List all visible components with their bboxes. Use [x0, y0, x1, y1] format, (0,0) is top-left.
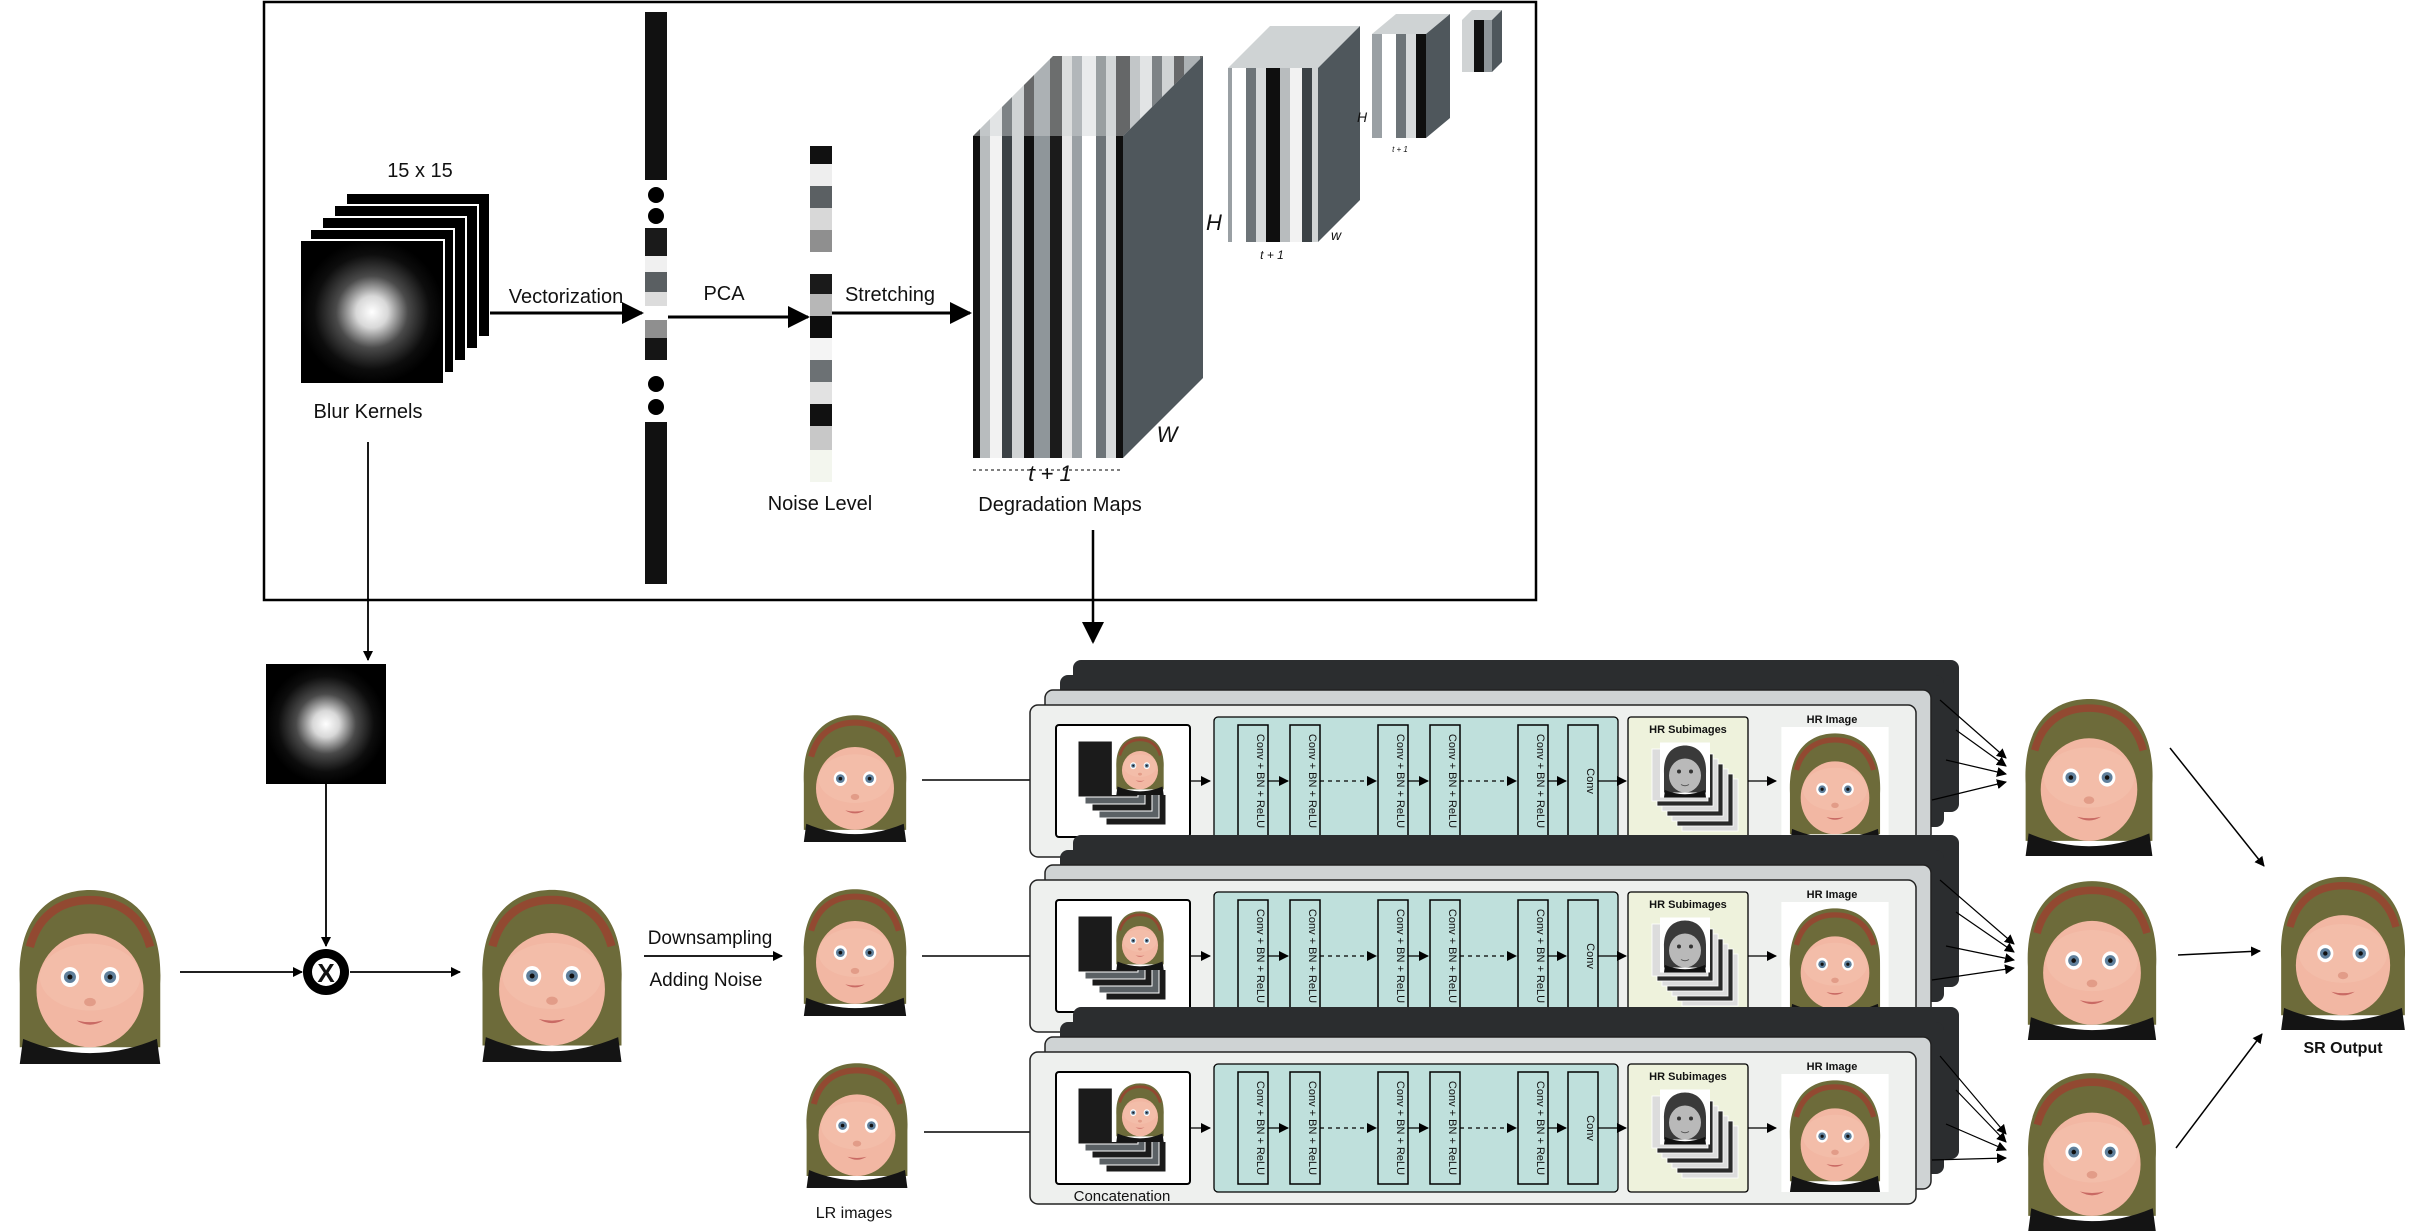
stretching-label: Stretching — [845, 284, 935, 306]
dim-w-label: W — [1157, 422, 1180, 447]
hr-subimages-label: HR Subimages — [1649, 724, 1727, 736]
hr-subimage-gray — [1660, 916, 1710, 974]
stack-output-arrow — [1955, 911, 2015, 953]
stack-output-arrow — [1945, 945, 2015, 964]
candidate2-to-output-arrow — [2177, 946, 2261, 957]
conv-layer-label: Conv + BN + ReLU — [1306, 734, 1318, 828]
hr-input-image — [6, 880, 173, 1064]
hr-subimages-label: HR Subimages — [1649, 1071, 1727, 1083]
adding-noise-label: Adding Noise — [649, 970, 762, 991]
hr-image — [1781, 1074, 1888, 1192]
vectorization-label: Vectorization — [509, 286, 624, 308]
lr-images-label: LR images — [816, 1205, 892, 1222]
conv-layer-1 — [1237, 899, 1269, 1013]
sr-candidate-2 — [2016, 872, 2169, 1040]
noise-level-vector — [810, 146, 832, 482]
conv-layer-label: Conv + BN + ReLU — [1254, 909, 1266, 1003]
stack-output-arrow — [1955, 1089, 2007, 1143]
conv-layer-label: Conv + BN + ReLU — [1254, 734, 1266, 828]
dim-h-label: H — [1206, 210, 1222, 235]
conv-layer-label: Conv — [1584, 1115, 1596, 1141]
degradation-maps-small — [1372, 14, 1450, 138]
stack-output-arrow — [1945, 759, 2007, 777]
hr-subimage-gray — [1660, 1088, 1710, 1146]
concatenation-label: Concatenation — [1074, 1188, 1171, 1205]
blur-kernels-label: Blur Kernels — [314, 401, 423, 423]
conv-layer-label: Conv — [1584, 943, 1596, 969]
concat-input-image — [1110, 733, 1170, 795]
conv-layer-label: Conv + BN + ReLU — [1446, 734, 1458, 828]
conv-layer-4 — [1429, 724, 1461, 838]
hr-image-label: HR Image — [1807, 889, 1858, 901]
kernel-vector — [645, 12, 667, 584]
dim-t1-label: t + 1 — [1028, 461, 1071, 486]
stack-output-arrow — [1931, 1153, 2007, 1164]
candidate1-to-output-arrow — [2169, 747, 2265, 867]
lr-image-3 — [797, 1056, 917, 1188]
sr-output-label: SR Output — [2303, 1040, 2383, 1057]
noise-level-label: Noise Level — [768, 493, 873, 515]
kernel-size-label: 15 x 15 — [387, 160, 453, 182]
stack-output-arrow — [1939, 879, 2015, 945]
concat-input-image — [1110, 1080, 1170, 1142]
hr-subimage-gray — [1660, 741, 1710, 799]
degradation-maps-medium — [1228, 26, 1360, 242]
concat-input-image — [1110, 908, 1170, 970]
hr-subimages-label: HR Subimages — [1649, 899, 1727, 911]
stack-output-arrow — [1931, 964, 2015, 981]
dim-w-medium-label: w — [1331, 227, 1342, 243]
blur-kernel-stack — [299, 192, 491, 385]
network-stacks: Concatenation Conv + BN + ReLU Conv + BN +… — [1029, 660, 2015, 1205]
lr-image-1 — [794, 708, 916, 842]
dim-t1-medium-label: t + 1 — [1260, 248, 1284, 262]
network-stack-3: Concatenation Conv + BN + ReLU Conv + BN +… — [1029, 1007, 2007, 1205]
downsampling-label: Downsampling — [648, 928, 773, 949]
conv-layer-6 — [1567, 724, 1599, 838]
pca-label: PCA — [703, 283, 745, 305]
conv-layer-label: Conv + BN + ReLU — [1394, 909, 1406, 1003]
conv-layer-label: Conv + BN + ReLU — [1534, 909, 1546, 1003]
conv-layer-label: Conv + BN + ReLU — [1446, 909, 1458, 1003]
stack-output-arrow — [1931, 779, 2007, 801]
blur-kernel-image — [299, 239, 445, 385]
hr-image — [1781, 902, 1888, 1020]
conv-layer-5 — [1517, 1071, 1549, 1185]
conv-layer-label: Conv + BN + ReLU — [1306, 1081, 1318, 1175]
multiply-symbol: X — [317, 958, 335, 988]
conv-layer-label: Conv + BN + ReLU — [1534, 1081, 1546, 1175]
blurred-image — [469, 880, 634, 1062]
degradation-maps-label: Degradation Maps — [978, 494, 1141, 516]
candidate3-to-output-arrow — [2175, 1033, 2263, 1149]
conv-layer-label: Conv + BN + ReLU — [1306, 909, 1318, 1003]
conv-layer-label: Conv + BN + ReLU — [1446, 1081, 1458, 1175]
conv-layer-1 — [1237, 1071, 1269, 1185]
sr-output-image — [2269, 868, 2416, 1030]
conv-layer-4 — [1429, 1071, 1461, 1185]
conv-layer-label: Conv + BN + ReLU — [1394, 1081, 1406, 1175]
hr-image-label: HR Image — [1807, 714, 1858, 726]
degradation-maps-block — [973, 56, 1203, 458]
stack-output-arrow — [1955, 729, 2007, 767]
conv-layer-3 — [1377, 899, 1409, 1013]
sr-candidate-3 — [2016, 1064, 2168, 1231]
conv-layer-label: Conv + BN + ReLU — [1534, 734, 1546, 828]
conv-layer-label: Conv — [1584, 768, 1596, 794]
sr-candidate-1 — [2014, 690, 2165, 856]
dim-h-medium-label: H — [1357, 109, 1368, 125]
selected-blur-kernel — [266, 664, 386, 784]
stack-output-arrow — [1939, 1055, 2007, 1135]
degradation-maps-tiny — [1462, 10, 1502, 72]
conv-layer-label: Conv + BN + ReLU — [1394, 734, 1406, 828]
conv-layer-6 — [1567, 1071, 1599, 1185]
stack-output-arrow — [1945, 1123, 2007, 1152]
stack-output-arrow — [1939, 699, 2007, 759]
conv-layer-label: Conv + BN + ReLU — [1254, 1081, 1266, 1175]
hr-image — [1781, 727, 1888, 845]
hr-image-label: HR Image — [1807, 1061, 1858, 1073]
lr-image-2 — [794, 882, 916, 1016]
dim-t1-small-label: t + 1 — [1392, 145, 1408, 154]
